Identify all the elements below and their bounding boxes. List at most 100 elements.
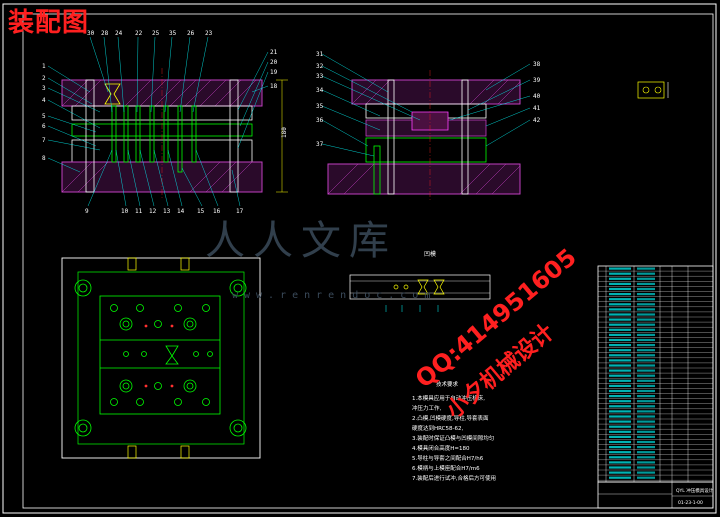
parts-row-text: [637, 405, 655, 408]
parts-row-text: [609, 471, 631, 474]
callout-label: 40: [533, 93, 541, 100]
callout-label: 34: [316, 87, 324, 94]
callout-label: 38: [533, 61, 541, 68]
parts-row-text: [637, 430, 655, 433]
callout-label: 1: [42, 63, 46, 70]
callout-label: 11: [135, 208, 143, 215]
page-title: 装配图: [8, 8, 90, 38]
side-section-view: [327, 70, 521, 200]
callout-label: 22: [135, 30, 143, 37]
parts-row-text: [637, 349, 655, 352]
parts-row-text: [609, 384, 631, 387]
parts-row-text: [609, 272, 631, 275]
parts-row-text: [609, 379, 631, 382]
callout-label: 21: [270, 49, 278, 56]
callout-label: 16: [213, 208, 221, 215]
parts-row-text: [637, 400, 655, 403]
parts-row-text: [637, 384, 655, 387]
parts-row-text: [637, 389, 655, 393]
parts-row-text: [637, 410, 655, 413]
note-line: 5.导柱与导套之间配合H7/h6: [412, 454, 484, 462]
parts-row-text: [637, 471, 655, 474]
parts-row-text: [637, 379, 655, 382]
callout-label: 30: [87, 30, 95, 37]
dimension-label: 180: [281, 127, 288, 138]
parts-row-text: [637, 476, 655, 479]
callout-label: 37: [316, 141, 324, 148]
parts-row-text: [637, 451, 655, 454]
callouts-left-side: 1 2 3 4 5 6 7 8: [42, 63, 46, 162]
callouts-right-left: 31 32 33 34 35 36 37: [316, 51, 324, 148]
drawing-number: 01-23-1-00: [678, 500, 703, 506]
callout-label: 32: [316, 63, 324, 70]
title-block: QYL 冲压模具设计 01-23-1-00: [597, 481, 714, 509]
callout-label: 8: [42, 155, 46, 162]
parts-row-text: [637, 435, 655, 438]
parts-row-text: [609, 287, 631, 291]
parts-row-text: [609, 328, 631, 331]
technical-notes: 技术要求 1.本模具应用于自动冲压机床, 冲压力工作, 2.凸模,凹模硬度,导柱…: [412, 380, 496, 482]
parts-row-text: [637, 456, 655, 459]
parts-row-text: [637, 323, 655, 326]
callout-label: 19: [270, 69, 278, 76]
parts-row-text: [609, 364, 631, 367]
parts-row-text: [609, 395, 631, 398]
note-line: 7.装配后进行试冲,合格后方可使用: [412, 474, 496, 482]
parts-row-text: [609, 308, 631, 311]
callout-label: 4: [42, 97, 46, 104]
callout-label: 15: [197, 208, 205, 215]
parts-row-text: [609, 435, 631, 438]
parts-row-text: [609, 456, 631, 459]
callout-label: 26: [187, 30, 195, 37]
callout-label: 35: [169, 30, 177, 37]
callout-label: 14: [177, 208, 185, 215]
callout-label: 31: [316, 51, 324, 58]
callout-label: 9: [85, 208, 89, 215]
parts-row-text: [637, 359, 655, 362]
parts-row-text: [637, 313, 655, 316]
parts-row-text: [609, 430, 631, 433]
callout-label: 12: [149, 208, 157, 215]
parts-row-text: [637, 328, 655, 331]
parts-row-text: [637, 440, 655, 444]
callout-label: 3: [42, 85, 46, 92]
parts-row-text: [637, 415, 655, 418]
parts-row-text: [637, 338, 655, 342]
parts-row-text: [637, 420, 655, 423]
parts-row-text: [637, 354, 655, 357]
parts-row-text: [609, 389, 631, 393]
parts-row-text: [609, 476, 631, 479]
parts-row-text: [637, 446, 655, 449]
parts-row-text: [637, 298, 655, 301]
parts-row-text: [609, 349, 631, 352]
parts-row-text: [609, 420, 631, 423]
title-block-name: QYL 冲压模具设计: [676, 487, 714, 494]
strip-layout: 凹模: [349, 250, 491, 312]
parts-row-text: [609, 267, 631, 270]
parts-row-text: [637, 344, 655, 347]
parts-row-text: [609, 354, 631, 357]
parts-row-text: [609, 303, 631, 306]
parts-row-text: [609, 293, 631, 296]
callout-label: 17: [236, 208, 244, 215]
parts-row-text: [637, 374, 655, 377]
parts-row-text: [609, 318, 631, 321]
parts-row-text: [637, 333, 655, 336]
strip-label: 凹模: [424, 250, 436, 258]
callout-label: 35: [316, 103, 324, 110]
note-line: 冲压力工作,: [412, 404, 442, 412]
front-section-view: 180: [61, 68, 288, 200]
drawing-frame-outer: [2, 3, 717, 514]
parts-row-text: [609, 323, 631, 326]
callouts-left-top: 30 28 24 22 25 35 26 23: [87, 30, 213, 37]
parts-row-text: [609, 410, 631, 413]
drawing-frame-inner: [22, 13, 714, 509]
parts-row-text: [609, 466, 631, 469]
parts-row-text: [637, 461, 655, 464]
callout-label: 36: [316, 117, 324, 124]
callout-label: 5: [42, 113, 46, 120]
parts-row-text: [609, 405, 631, 408]
parts-row-text: [609, 333, 631, 336]
parts-row-text: [609, 369, 631, 372]
